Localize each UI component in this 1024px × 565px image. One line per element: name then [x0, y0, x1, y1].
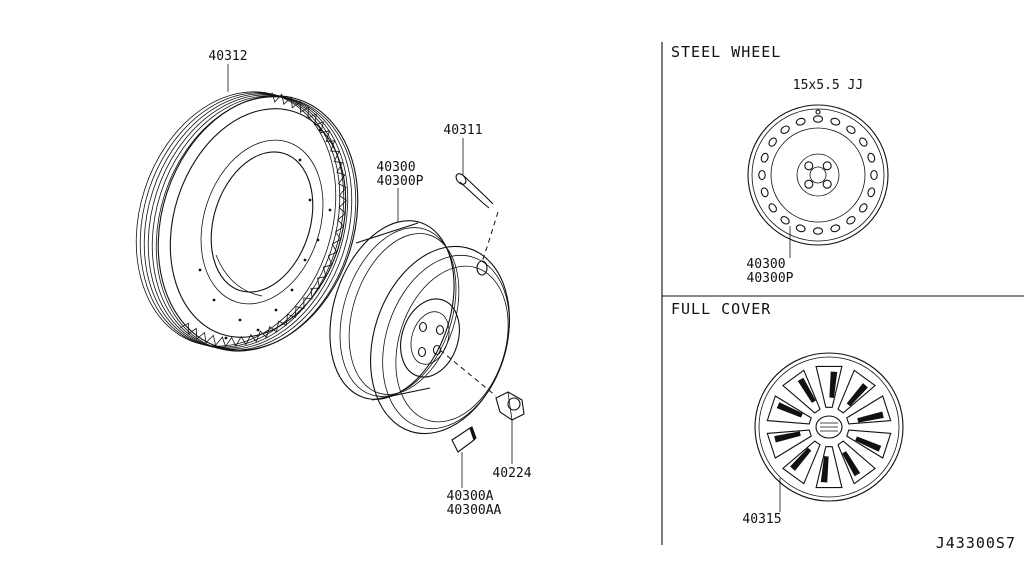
- steel-wheel-title: STEEL WHEEL: [671, 43, 781, 61]
- leader-lines: [227, 64, 513, 488]
- weight-part-number: 40300A: [447, 489, 494, 504]
- valve-stem: [455, 173, 499, 263]
- balance-weight: [451, 426, 477, 453]
- full-cover-title: FULL COVER: [671, 300, 771, 318]
- steel-wheel-part-number: 40300: [746, 257, 785, 272]
- drawing-code: J43300S7: [936, 534, 1016, 552]
- steel-wheel-drawing: [747, 104, 889, 258]
- tire-part-number: 40312: [208, 49, 247, 64]
- wheel-part-number-alt: 40300P: [377, 174, 424, 189]
- tire-drawing: [135, 91, 359, 352]
- lug-nut: [439, 349, 525, 421]
- steel-wheel-size: 15x5.5 JJ: [793, 78, 863, 93]
- nut-part-number: 40224: [492, 466, 531, 481]
- cover-part-number: 40315: [742, 512, 781, 527]
- weight-part-number-alt: 40300AA: [447, 503, 502, 518]
- wheel-part-number: 40300: [376, 160, 415, 175]
- full-cover-drawing: [754, 352, 904, 512]
- wheel-drawing: [329, 220, 510, 435]
- valve-part-number: 40311: [443, 123, 482, 138]
- steel-wheel-part-number-alt: 40300P: [747, 271, 794, 286]
